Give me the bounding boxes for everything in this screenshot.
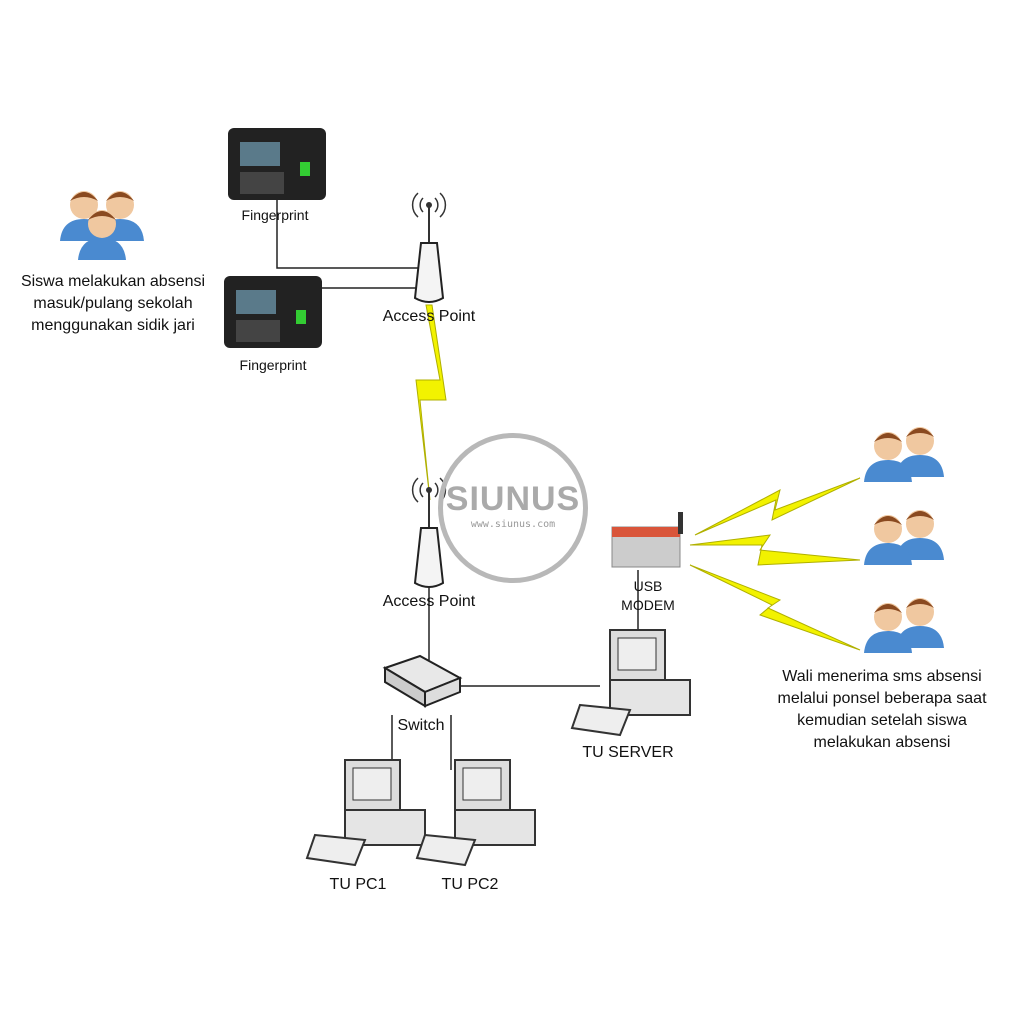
parents-group-1-icon: [864, 427, 944, 482]
fingerprint-device-2: [224, 276, 322, 348]
pc2-label: TU PC2: [441, 876, 499, 893]
usb-modem-icon: [611, 512, 683, 568]
parents-group-2-icon: [864, 510, 944, 565]
modem-label-line1: USB: [633, 578, 663, 594]
fingerprint-1-label: Fingerprint: [241, 207, 309, 223]
access-point-2-label: Access Point: [382, 593, 476, 610]
parents-group-3-icon: [864, 598, 944, 653]
modem-label-line2: MODEM: [621, 597, 675, 613]
pc1-icon: [306, 759, 426, 866]
switch-icon: [382, 654, 463, 708]
pc1-label: TU PC1: [329, 876, 387, 893]
fingerprint-device-1: [228, 128, 326, 200]
switch-label: Switch: [397, 717, 445, 734]
siunus-watermark: SIUNUS www.siunus.com: [438, 433, 588, 583]
access-point-1-icon: [411, 192, 447, 303]
server-label: TU SERVER: [582, 744, 674, 761]
students-icon: [60, 191, 144, 260]
server-icon: [571, 629, 691, 736]
wireless-links: [415, 304, 861, 651]
fingerprint-2-label: Fingerprint: [239, 357, 307, 373]
pc2-icon: [416, 759, 536, 866]
connection-lines: [276, 200, 639, 770]
access-point-1-label: Access Point: [382, 308, 476, 325]
